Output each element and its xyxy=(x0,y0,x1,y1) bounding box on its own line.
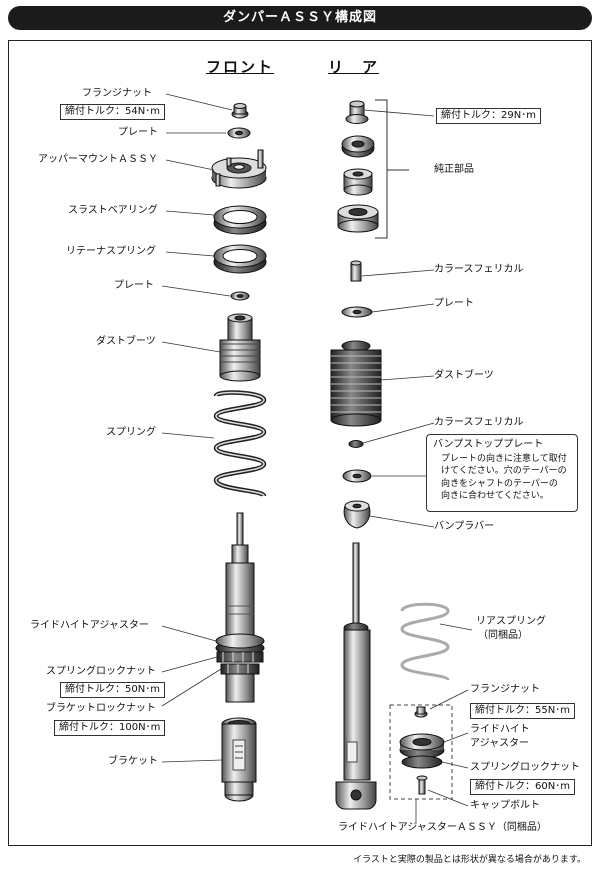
rear-dust-boot xyxy=(330,340,382,427)
bump-stop-note-line: 向きをシャフトのテーパーの xyxy=(441,478,558,489)
front-upper-mount-label: アッパーマウントＡＳＳＹ xyxy=(38,154,158,165)
rear-spring-label: リアスプリング xyxy=(476,616,546,627)
rear-ride-height-label-2: アジャスター xyxy=(470,738,530,749)
front-plate-2-label: プレート xyxy=(114,280,154,291)
rear-flange-nut xyxy=(414,706,428,718)
rear-damper-body xyxy=(335,542,377,810)
rear-ride-height-adjuster xyxy=(399,733,445,759)
rear-torque-55-label: 締付トルク：55N･m xyxy=(470,703,575,719)
rear-collar-spherical-1-label: カラースフェリカル xyxy=(434,264,524,275)
bump-stop-plate-note: バンプストッププレート プレートの向きに注意して取付 けてください。穴のテーパー… xyxy=(426,434,578,512)
rear-plate-label: プレート xyxy=(434,298,474,309)
rear-spring-lock-nut xyxy=(401,755,443,769)
rear-plate xyxy=(341,306,373,318)
front-upper-mount xyxy=(211,149,267,189)
front-torque-50-label: 締付トルク：50N･m xyxy=(60,682,165,698)
front-flange-nut xyxy=(231,103,249,119)
front-header: フロント xyxy=(206,58,275,76)
front-torque-54-label: 締付トルク：54N･m xyxy=(60,104,165,120)
front-torque-100-label: 締付トルク：100N･m xyxy=(54,720,166,736)
rear-flange-nut-label: フランジナット xyxy=(470,684,540,695)
rear-ride-height-label-1: ライドハイト xyxy=(470,724,530,735)
bump-stop-plate-title: バンプストッププレート xyxy=(433,439,544,450)
rear-header: リ ア xyxy=(328,58,380,76)
rear-bump-rubber-label: バンプラバー xyxy=(434,521,495,532)
rear-assy-dashed-box xyxy=(389,704,453,800)
front-spring xyxy=(213,390,267,499)
front-retainer-spring-label: リテーナスプリング xyxy=(66,246,156,257)
front-plate-small xyxy=(230,291,250,301)
rear-genuine-parts xyxy=(337,100,379,233)
front-dust-boot xyxy=(219,313,261,382)
front-thrust-bearing xyxy=(213,205,267,235)
front-retainer-spring xyxy=(213,244,267,274)
rear-spring-lock-nut-label: スプリングロックナット xyxy=(470,762,580,773)
footnote: イラストと実際の製品とは形状が異なる場合があります。 xyxy=(353,855,586,865)
rear-bump-stop-plate xyxy=(342,469,372,483)
rear-torque-29-label: 締付トルク：29N･m xyxy=(436,108,541,124)
rear-bump-rubber xyxy=(343,500,371,529)
rear-spring-sub-label: （同梱品） xyxy=(478,630,528,641)
front-spring-lock-nut xyxy=(216,651,264,663)
front-spring-lock-nut-label: スプリングロックナット xyxy=(46,666,156,677)
rear-spring xyxy=(400,602,450,682)
leader-lines xyxy=(161,93,473,822)
page-title: ダンパーＡＳＳＹ構成図 xyxy=(8,6,592,30)
front-spring-label: スプリング xyxy=(106,427,156,438)
front-bracket-lock-nut-label: ブラケットロックナット xyxy=(46,703,156,714)
front-bracket-label: ブラケット xyxy=(108,756,158,767)
rear-collar-spherical-2-label: カラースフェリカル xyxy=(434,417,524,428)
front-flange-nut-label: フランジナット xyxy=(82,88,152,99)
front-thrust-bearing-label: スラストベアリング xyxy=(68,205,158,216)
front-bracket-lock-nut xyxy=(220,663,260,703)
front-bracket xyxy=(221,717,257,802)
rear-collar-spherical-1 xyxy=(350,260,362,282)
bump-stop-note-line: プレートの向きに注意して取付 xyxy=(441,453,567,464)
bump-stop-note-line: 向きに合わせてください。 xyxy=(441,491,549,501)
rear-dust-boot-label: ダストブーツ xyxy=(434,370,494,381)
bump-stop-note-line: けてください。穴のテーパーの xyxy=(441,466,567,476)
rear-cap-bolt-label: キャップボルト xyxy=(470,800,540,811)
diagram-frame xyxy=(8,40,592,846)
front-plate-label: プレート xyxy=(118,127,158,138)
rear-assy-label: ライドハイトアジャスターＡＳＳＹ（同梱品） xyxy=(338,822,547,833)
front-ride-height-adjuster-label: ライドハイトアジャスター xyxy=(30,620,149,631)
front-dust-boot-label: ダストブーツ xyxy=(96,336,156,347)
rear-genuine-bracket-line xyxy=(375,99,409,239)
rear-cap-bolt xyxy=(416,775,428,795)
rear-genuine-parts-label: 純正部品 xyxy=(434,164,474,175)
front-damper-body xyxy=(225,512,255,654)
rear-torque-60-label: 締付トルク：60N･m xyxy=(470,779,575,795)
front-plate-top xyxy=(227,127,251,139)
rear-collar-spherical-2 xyxy=(348,440,364,448)
